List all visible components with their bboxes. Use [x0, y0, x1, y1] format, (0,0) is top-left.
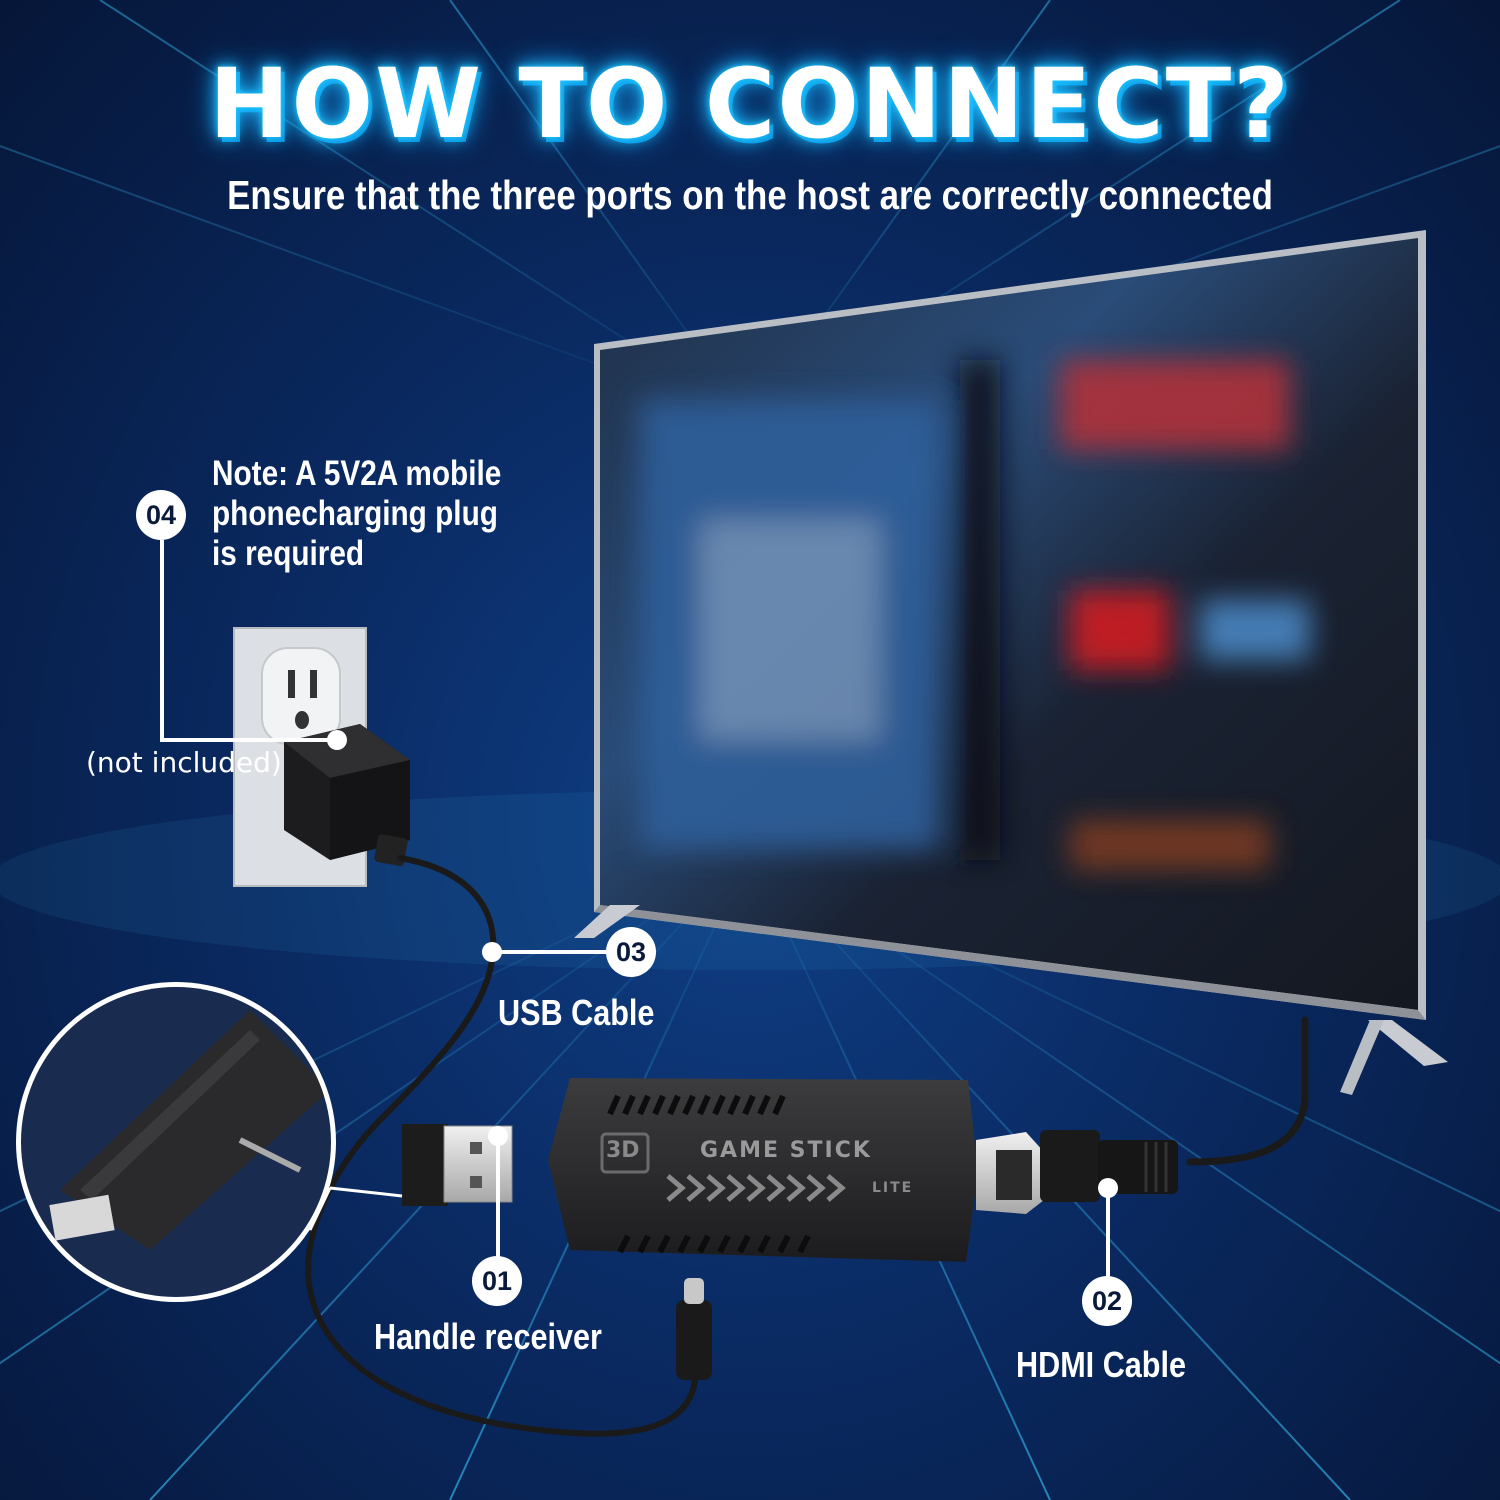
hdmi-cable-label: HDMI Cable: [1016, 1344, 1187, 1385]
tv: [574, 230, 1448, 1095]
not-included-note: (not included): [86, 746, 282, 779]
zoom-callout: [16, 982, 403, 1302]
game-stick: [193, 1078, 1044, 1262]
hdmi-cable-head: [1040, 1130, 1178, 1202]
note-line-2: phonecharging plug: [212, 494, 498, 533]
page-subtitle: Ensure that the three ports on the host …: [227, 172, 1273, 218]
usb-c-plug: [676, 1278, 712, 1380]
charger: [284, 724, 410, 866]
step-02-badge: 02: [1082, 1276, 1132, 1326]
device-3d-badge: 3D: [606, 1138, 640, 1163]
charging-plug-note: Note: A 5V2A mobile phonecharging plug i…: [212, 454, 552, 574]
step-03-badge: 03: [606, 927, 656, 977]
device-brand: GAME STICK: [700, 1138, 872, 1163]
device-model: LITE: [872, 1180, 914, 1196]
note-line-1: Note: A 5V2A mobile: [212, 454, 502, 493]
handle-receiver-label: Handle receiver: [374, 1316, 602, 1357]
step-01-badge: 01: [472, 1256, 522, 1306]
page-title: HOW TO CONNECT?: [209, 48, 1291, 160]
step-04-badge: 04: [136, 490, 186, 540]
usb-cable-label: USB Cable: [498, 992, 655, 1033]
note-line-3: is required: [212, 534, 365, 573]
